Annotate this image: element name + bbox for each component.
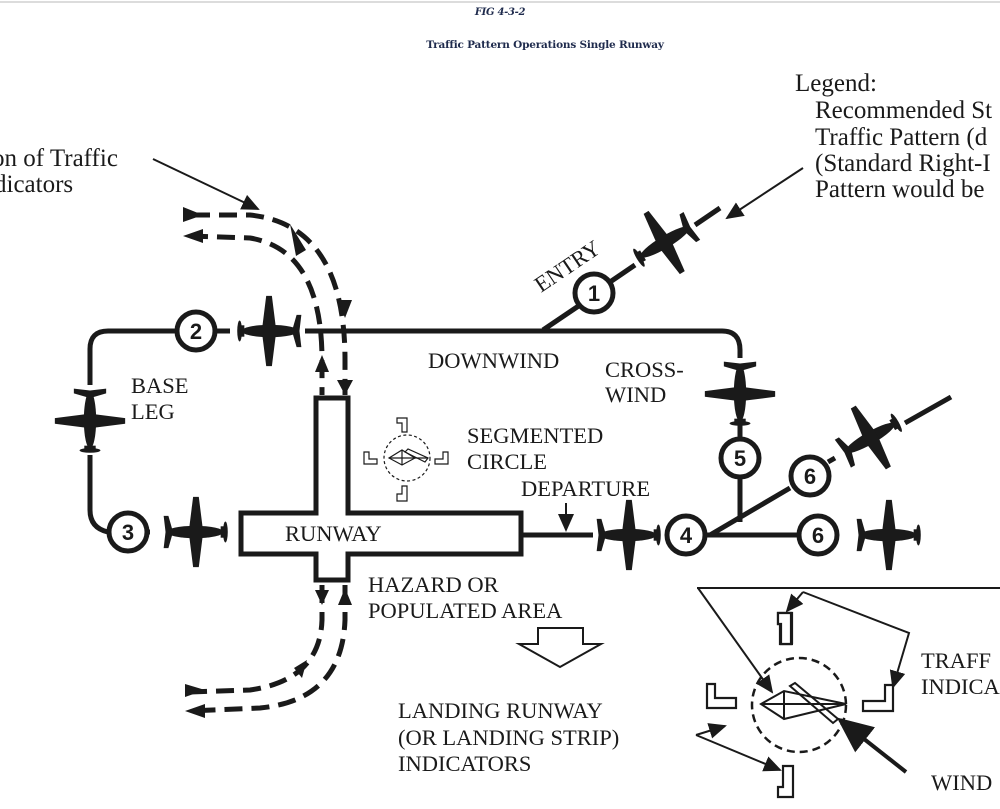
legend-heading: Legend: xyxy=(795,70,877,97)
crosswind-label: WIND xyxy=(605,382,666,407)
airplane-icon xyxy=(618,195,710,290)
downwind-label: DOWNWIND xyxy=(428,348,559,373)
position-3: 3 xyxy=(106,510,150,554)
airplane-icon xyxy=(856,499,921,571)
position-5: 5 xyxy=(718,436,762,480)
hazard-label: POPULATED AREA xyxy=(368,598,563,623)
dashed-pattern-top xyxy=(189,212,348,395)
svg-text:5: 5 xyxy=(734,446,746,471)
svg-text:6: 6 xyxy=(804,464,816,489)
position-6-straight: 6 xyxy=(796,513,840,557)
dashed-arrowheads-top xyxy=(183,207,353,395)
dashed-arrowheads-bottom xyxy=(185,588,352,718)
airplane-icon xyxy=(54,388,126,453)
hazard-label: HAZARD OR xyxy=(368,572,499,597)
callout-traffic-indicators: on of Traffic xyxy=(0,145,118,172)
runway-label: RUNWAY xyxy=(285,521,382,546)
traffic-pattern-path xyxy=(87,205,953,538)
runway: RUNWAY xyxy=(238,395,524,583)
airplane-icon xyxy=(704,361,776,426)
svg-text:1: 1 xyxy=(588,281,600,306)
callout-traffic-indicators: dicators xyxy=(0,171,73,198)
segmented-circle-detail: TRAFF INDICA WIND xyxy=(695,587,1000,799)
crosswind-label: CROSS- xyxy=(605,357,684,382)
hazard-direction-arrow xyxy=(515,627,605,669)
position-4: 4 xyxy=(664,513,708,557)
traffic-indicator-label: INDICA xyxy=(921,674,1000,699)
wind-label: WIND xyxy=(931,770,992,795)
departure-label: DEPARTURE xyxy=(521,476,650,501)
segmented-circle-label: CIRCLE xyxy=(467,449,547,474)
airplane-icon xyxy=(163,496,228,568)
svg-text:3: 3 xyxy=(122,520,134,545)
segmented-circle-label: SEGMENTED xyxy=(467,423,603,448)
legend-line: Traffic Pattern (d xyxy=(815,124,988,151)
callout-pointer-arrow xyxy=(152,158,260,210)
landing-runway-label: (OR LANDING STRIP) xyxy=(398,725,619,750)
figure-title: Traffic Pattern Operations Single Runway xyxy=(426,39,664,51)
traffic-indicator-label: TRAFF xyxy=(921,648,991,673)
position-2: 2 xyxy=(174,309,218,353)
airplane-icon xyxy=(596,499,661,571)
landing-runway-label: INDICATORS xyxy=(398,751,531,776)
position-1: 1 xyxy=(572,271,616,315)
legend-line: Pattern would be xyxy=(815,176,984,203)
legend-line: (Standard Right-I xyxy=(815,150,991,177)
svg-text:6: 6 xyxy=(812,523,824,548)
wind-arrow xyxy=(836,717,908,774)
position-6-turn: 6 xyxy=(788,454,832,498)
figure-number: FIG 4-3-2 xyxy=(474,7,526,18)
landing-runway-label: LANDING RUNWAY xyxy=(398,698,603,723)
legend: Legend: Recommended St Traffic Pattern (… xyxy=(795,70,992,203)
segmented-circle-small xyxy=(363,417,449,502)
airplane-icon xyxy=(825,391,916,485)
top-divider xyxy=(0,1,1000,3)
legend-line: Recommended St xyxy=(815,97,992,124)
svg-text:4: 4 xyxy=(680,523,693,548)
svg-text:2: 2 xyxy=(190,319,202,344)
base-leg-label: LEG xyxy=(131,399,175,424)
airplane-icon xyxy=(237,295,302,367)
legend-pointer-arrow xyxy=(725,167,804,220)
base-leg-label: BASE xyxy=(131,373,189,398)
